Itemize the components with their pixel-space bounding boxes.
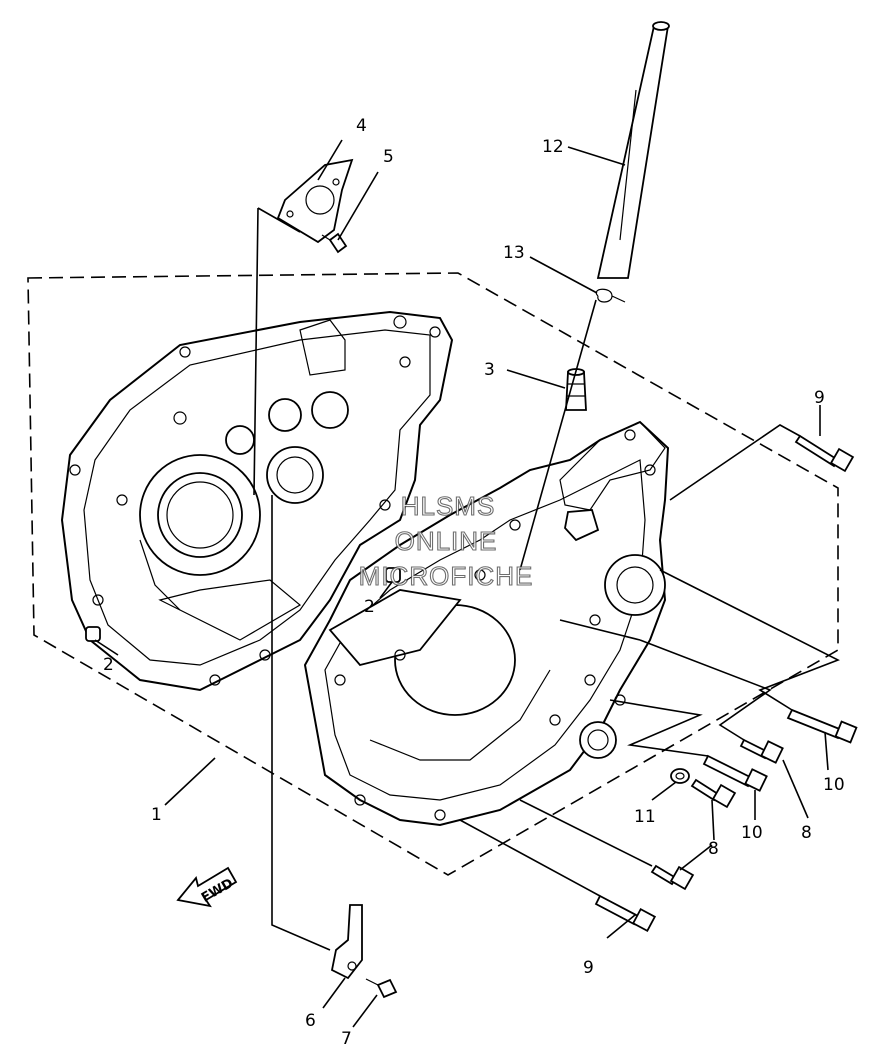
dowel-pin-left bbox=[85, 626, 101, 642]
callout-10b: 10 bbox=[741, 823, 763, 843]
breather-joint bbox=[565, 368, 587, 411]
callout-4: 4 bbox=[356, 116, 367, 136]
callout-2a: 2 bbox=[103, 655, 114, 675]
callout-9b: 9 bbox=[583, 958, 594, 978]
callout-12: 12 bbox=[542, 137, 564, 157]
callout-5: 5 bbox=[383, 147, 394, 167]
bolt-10-lower bbox=[702, 754, 768, 792]
dowel-pin-center bbox=[385, 567, 401, 583]
breather-hose bbox=[596, 21, 670, 279]
forward-arrow-icon: FWD bbox=[176, 866, 238, 908]
bearing-plate-top bbox=[276, 158, 354, 244]
callout-2b: 2 bbox=[364, 597, 375, 617]
callout-8a: 8 bbox=[801, 823, 812, 843]
o-ring bbox=[670, 768, 690, 784]
bolt-8-upper bbox=[739, 738, 784, 764]
bolt-9-lower bbox=[594, 894, 657, 933]
callout-labels: 1 2 2 3 4 5 6 7 8 8 9 9 10 10 11 12 13 bbox=[103, 116, 845, 1049]
callout-8b: 8 bbox=[708, 839, 719, 859]
bearing-plate-bottom bbox=[330, 904, 363, 980]
callout-9a: 9 bbox=[814, 388, 825, 408]
bolt-8-lower bbox=[650, 864, 695, 891]
callout-10a: 10 bbox=[823, 775, 845, 795]
callout-6: 6 bbox=[305, 1011, 316, 1031]
bolt-9-upper bbox=[794, 434, 855, 473]
callout-3: 3 bbox=[484, 360, 495, 380]
bolt-8-middle bbox=[690, 778, 737, 809]
screw-bottom bbox=[365, 978, 398, 999]
screw-top bbox=[321, 232, 348, 254]
leader-lines bbox=[94, 139, 840, 1028]
watermark-line-1: HLSMS bbox=[401, 491, 496, 521]
assembly-dashed-outline bbox=[27, 272, 839, 876]
hose-clip bbox=[595, 288, 626, 303]
callout-11: 11 bbox=[634, 807, 656, 827]
watermark-line-3: MICROFICHE bbox=[359, 561, 534, 591]
callout-13: 13 bbox=[503, 243, 525, 263]
callout-1: 1 bbox=[151, 805, 162, 825]
callout-7: 7 bbox=[341, 1029, 352, 1049]
watermark-line-2: ONLINE bbox=[395, 526, 498, 556]
left-crankcase-half bbox=[60, 310, 454, 692]
bolt-10-upper bbox=[786, 708, 858, 744]
watermark: HLSMS ONLINE MICROFICHE bbox=[358, 490, 534, 591]
right-crankcase-half bbox=[303, 420, 670, 827]
